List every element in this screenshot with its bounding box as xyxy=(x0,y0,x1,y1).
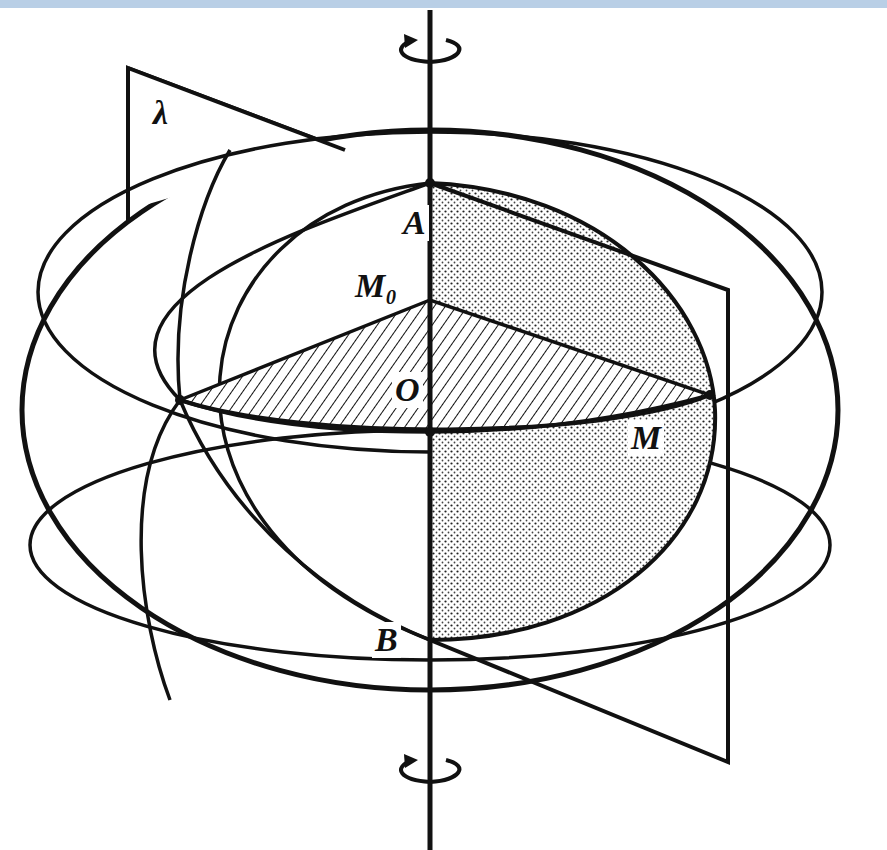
point-label: B xyxy=(372,622,401,658)
point-label: M₀ xyxy=(352,268,400,304)
meridian xyxy=(178,150,230,400)
meridian xyxy=(141,400,180,700)
point-label: λ xyxy=(150,95,171,131)
point-label: M xyxy=(628,420,664,456)
top-band xyxy=(0,0,887,8)
hatched-sector xyxy=(180,300,710,432)
point-label: O xyxy=(392,372,423,408)
plane-through-axis xyxy=(430,183,728,762)
point-label: A xyxy=(400,205,429,241)
